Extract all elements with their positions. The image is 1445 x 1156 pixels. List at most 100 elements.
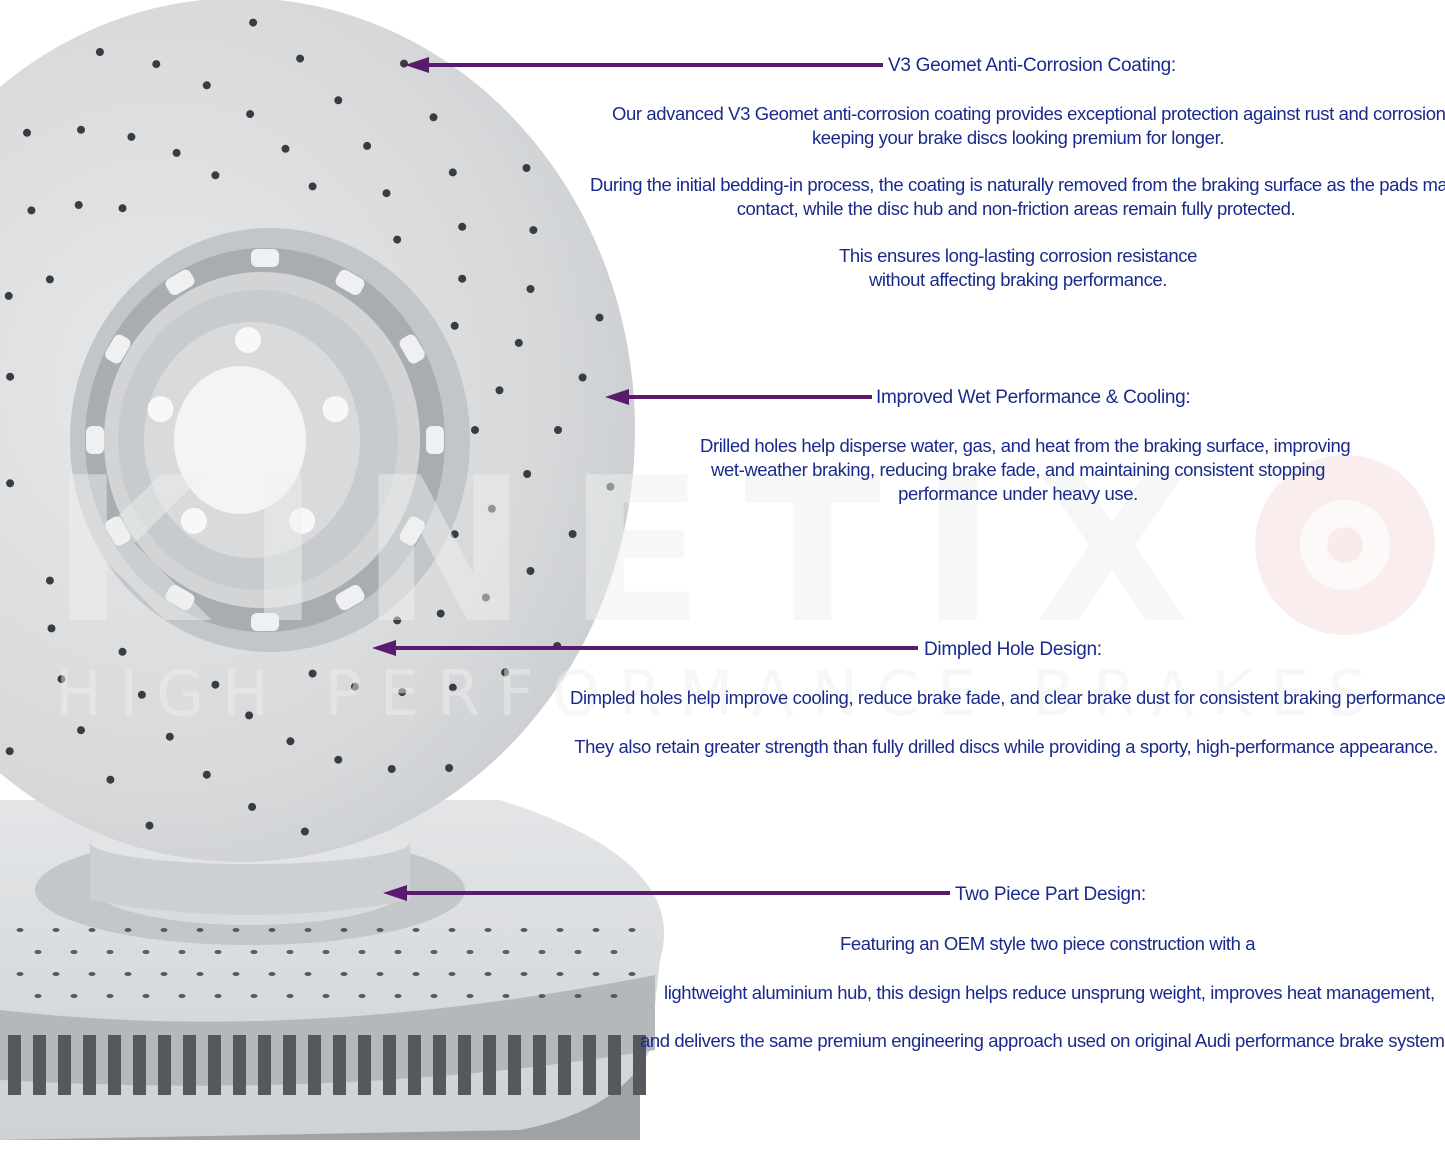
text-line: This ensures long-lasting corrosion resi… (839, 245, 1197, 266)
drilled-hole (47, 624, 56, 633)
coating-paragraph-3: This ensures long-lasting corrosion resi… (818, 244, 1218, 292)
lower-disc-hole (106, 994, 114, 998)
lower-disc-hole (574, 950, 582, 954)
drilled-hole (448, 168, 457, 177)
watermark-brand: KINETIX (51, 435, 1229, 668)
lower-disc-hole (232, 928, 240, 932)
vane-gap (483, 1035, 496, 1095)
drilled-hole (45, 576, 54, 585)
drilled-hole (481, 593, 490, 602)
drilled-hole (529, 226, 538, 235)
lower-disc-hole (70, 994, 78, 998)
vane-gap (208, 1035, 221, 1095)
text-line: Our advanced V3 Geomet anti-corrosion co… (612, 103, 1445, 124)
watermark-disc-icon (1255, 455, 1435, 635)
lower-disc-hole (394, 994, 402, 998)
upper-disc (0, 0, 635, 862)
lower-disc-hole (556, 972, 564, 976)
lower-disc-hole (268, 972, 276, 976)
vane-gap (158, 1035, 171, 1095)
lower-disc-hole (34, 950, 42, 954)
two-piece-paragraph-2: lightweight aluminium hub, this design h… (664, 982, 1435, 1003)
drilled-hole (445, 764, 454, 772)
drilled-hole (606, 482, 615, 491)
text-line: contact, while the disc hub and non-fric… (736, 198, 1296, 219)
lower-disc-hole (340, 928, 348, 932)
lower-disc-hole (142, 994, 150, 998)
lower-disc-hole (448, 928, 456, 932)
hub-slot (165, 269, 195, 295)
two-piece-paragraph-1: Featuring an OEM style two piece constru… (840, 933, 1256, 954)
hub-bolt-holes (147, 327, 349, 534)
arrowhead-icon (383, 885, 407, 901)
vane-gap (183, 1035, 196, 1095)
drilled-hole (471, 426, 479, 434)
drilled-hole (27, 206, 36, 215)
dimpled-heading: Dimpled Hole Design: (924, 639, 1102, 660)
drilled-hole (526, 285, 535, 293)
drilled-hole (554, 426, 562, 434)
lower-disc-hole (160, 972, 168, 976)
lower-disc-hole (358, 994, 366, 998)
drilled-hole (308, 182, 317, 191)
text-line: During the initial bedding-in process, t… (590, 174, 1445, 195)
vane-gap (533, 1035, 546, 1095)
drilled-hole (526, 567, 535, 575)
lower-disc-vanes (8, 1035, 646, 1095)
text-line: performance under heavy use. (898, 483, 1138, 504)
vane-gap (283, 1035, 296, 1095)
drilled-hole (4, 291, 13, 300)
lower-disc-hole (628, 972, 636, 976)
drilled-hole (595, 313, 604, 322)
hub-slot (335, 269, 365, 295)
arrowhead-icon (372, 640, 396, 656)
lower-disc-hole (394, 950, 402, 954)
lower-disc-hole (466, 950, 474, 954)
drilled-hole (165, 732, 174, 741)
coating-heading: V3 Geomet Anti-Corrosion Coating: (888, 55, 1176, 76)
drilled-hole (501, 668, 510, 677)
lower-disc-hole (340, 972, 348, 976)
drilled-hole (211, 171, 220, 180)
drilled-hole (382, 189, 391, 198)
lower-disc-hole (106, 950, 114, 954)
lower-disc-hole (268, 928, 276, 932)
lower-disc-hole (430, 994, 438, 998)
drilled-hole (95, 48, 104, 56)
vane-gap (558, 1035, 571, 1095)
vane-gap (58, 1035, 71, 1095)
drilled-hole (578, 373, 587, 382)
lower-disc-hole (322, 950, 330, 954)
drilled-hole (118, 204, 127, 213)
drilled-hole (334, 755, 343, 764)
drilled-hole (568, 530, 577, 538)
vane-gap (583, 1035, 596, 1095)
hub-slot (251, 249, 279, 267)
lower-disc-hole (232, 972, 240, 976)
lower-disc-hole (520, 928, 528, 932)
lower-disc-hole (412, 928, 420, 932)
drilled-hole (400, 59, 408, 68)
lower-disc-hole (34, 994, 42, 998)
lower-disc-hole (538, 950, 546, 954)
two-piece-heading: Two Piece Part Design: (955, 884, 1146, 905)
vane-gap (633, 1035, 646, 1095)
vane-gap (108, 1035, 121, 1095)
drilled-hole (211, 680, 220, 689)
hub-slot (399, 334, 425, 364)
drilled-hole (393, 235, 402, 244)
hub-slot (105, 516, 131, 546)
lower-disc-hole (16, 972, 24, 976)
drilled-hole (495, 386, 504, 395)
lower-disc-hole (196, 972, 204, 976)
arrowhead-icon (605, 389, 629, 405)
drilled-hole (281, 144, 290, 153)
drilled-hole (152, 60, 161, 69)
lower-disc-hole (52, 928, 60, 932)
lower-disc-hole (358, 950, 366, 954)
lower-disc-hole (466, 994, 474, 998)
drilled-hole (458, 274, 467, 283)
hub-slot (86, 426, 104, 454)
lower-disc-hole (286, 950, 294, 954)
